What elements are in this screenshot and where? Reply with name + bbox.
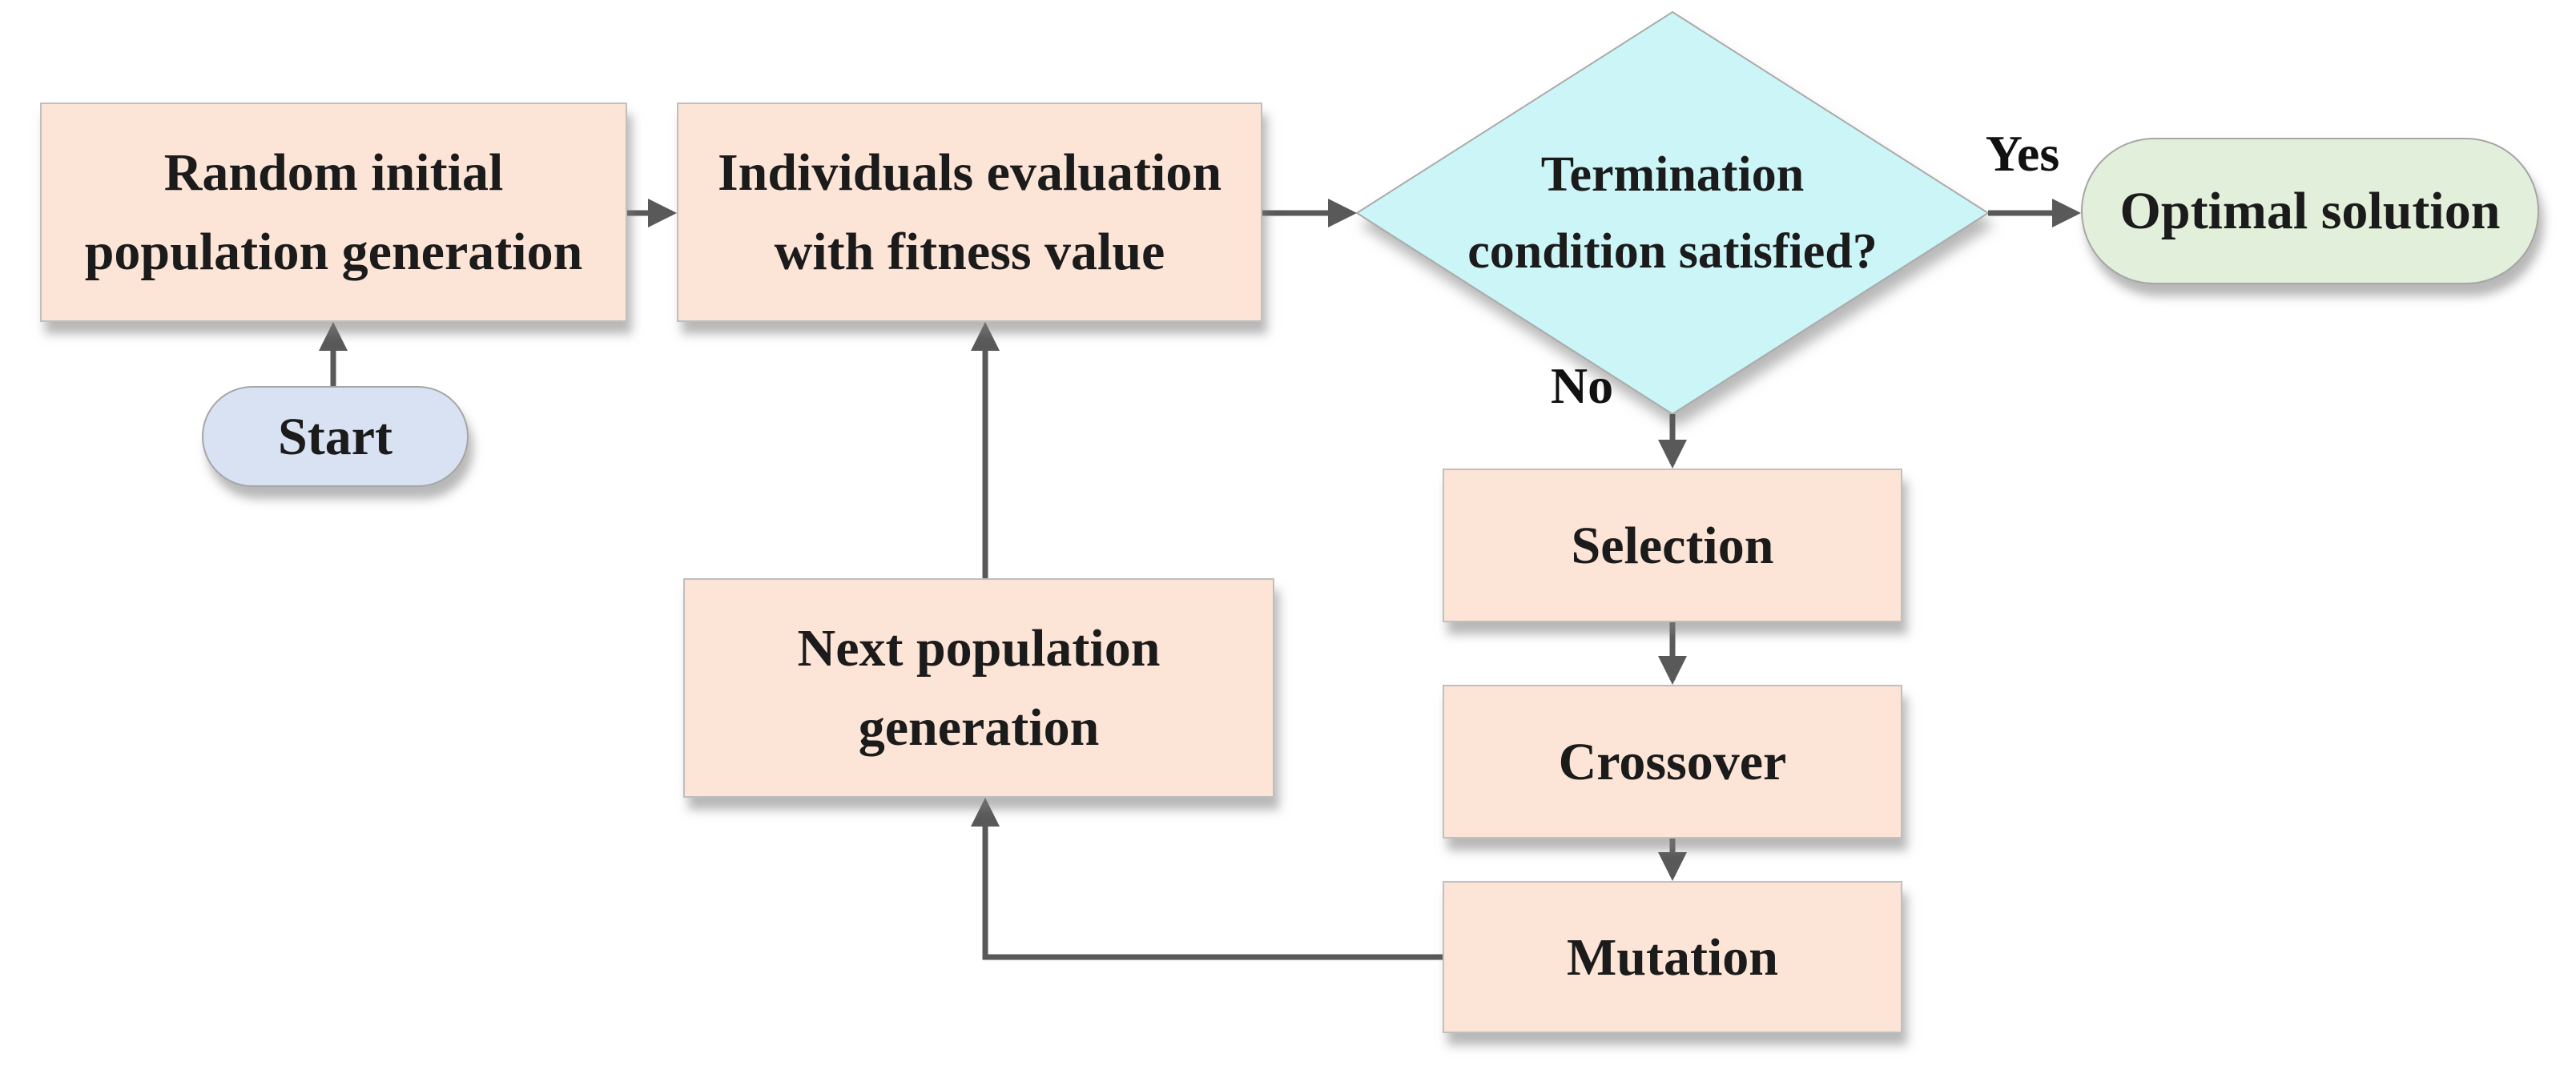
node-mutation: Mutation (1443, 881, 1902, 1033)
node-random-initial-population-label: Random initial population generation (84, 143, 583, 281)
node-selection: Selection (1443, 469, 1902, 622)
node-individuals-evaluation-label: Individuals evaluation with fitness valu… (717, 143, 1222, 281)
connector-mutation-to-next-population (971, 798, 1443, 960)
node-optimal-solution: Optimal solution (2081, 138, 2539, 284)
node-next-population-generation: Next population generation (683, 578, 1274, 798)
node-individuals-evaluation: Individuals evaluation with fitness valu… (677, 103, 1262, 322)
node-mutation-label: Mutation (1567, 927, 1778, 987)
node-next-population-generation-label: Next population generation (797, 619, 1161, 757)
node-random-initial-population: Random initial population generation (40, 103, 627, 322)
node-start: Start (202, 386, 469, 487)
node-termination-condition-label: Termination condition satisfied? (1467, 147, 1878, 279)
node-selection-label: Selection (1571, 516, 1774, 575)
node-optimal-solution-label: Optimal solution (2119, 182, 2501, 240)
edge-label-yes: Yes (1985, 125, 2060, 182)
edge-label-no: No (1550, 357, 1614, 414)
node-start-label: Start (278, 407, 392, 466)
node-crossover-label: Crossover (1558, 732, 1787, 791)
node-crossover: Crossover (1443, 685, 1902, 839)
